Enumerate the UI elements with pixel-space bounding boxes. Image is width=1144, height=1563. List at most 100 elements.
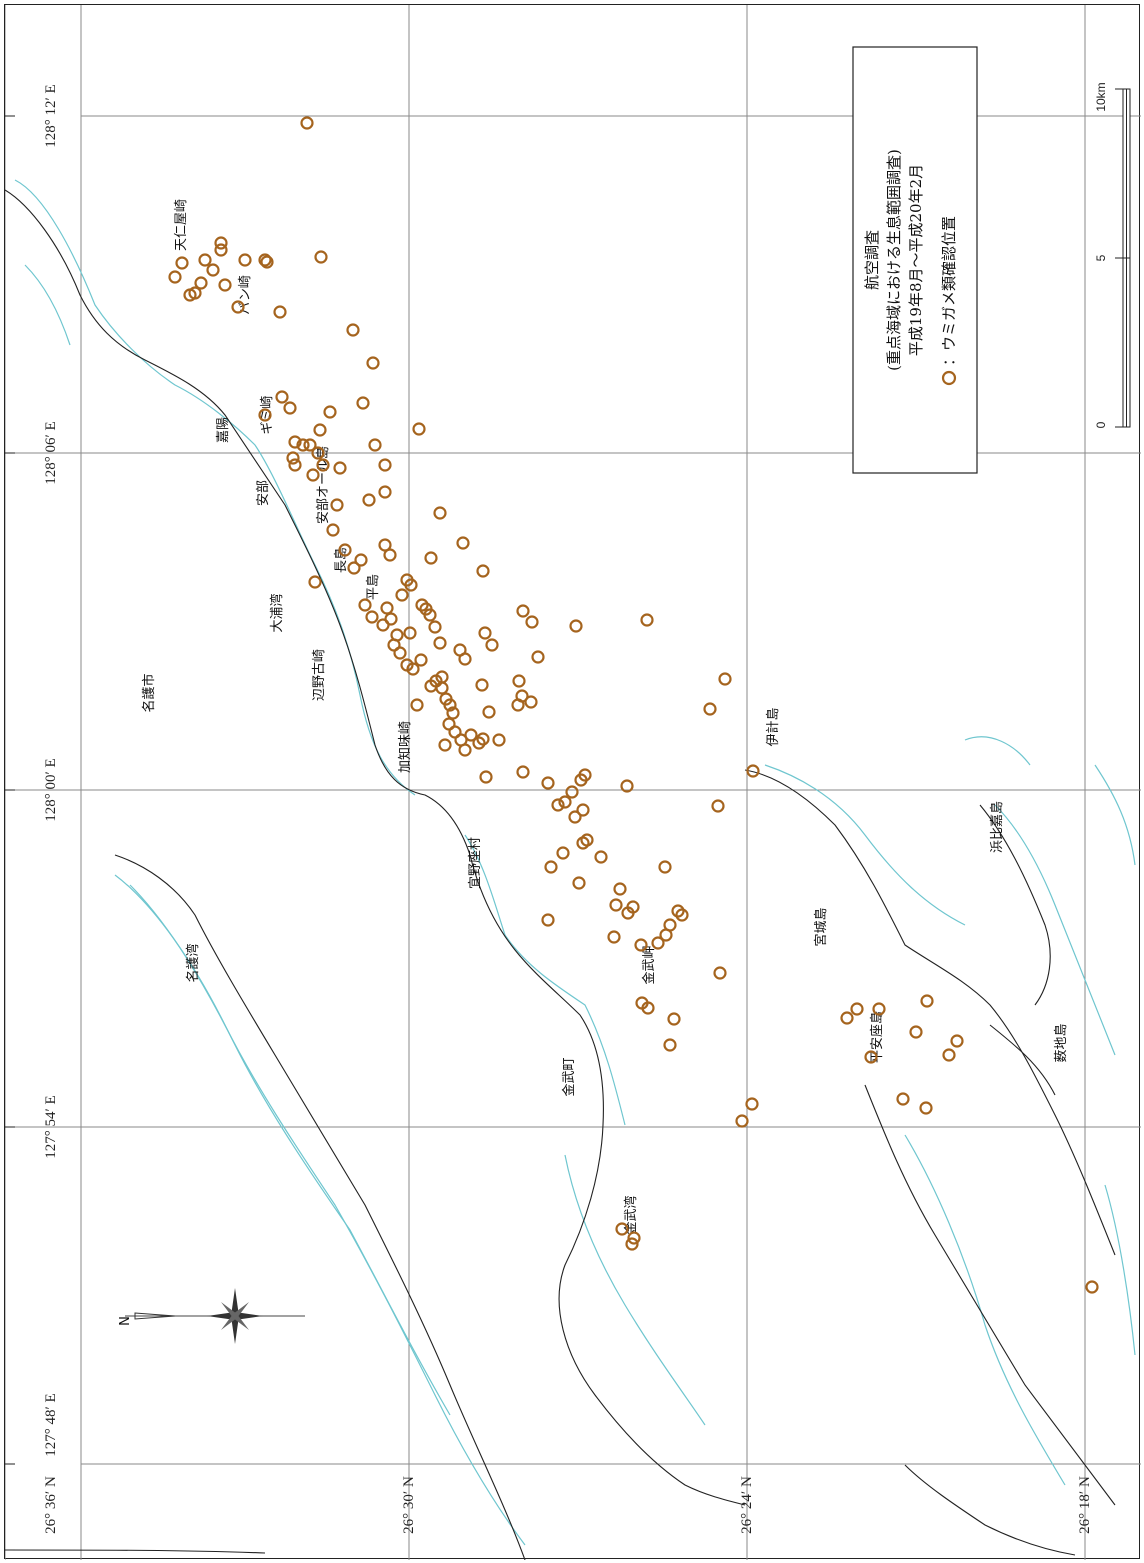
map-frame: 航空調査 (重点海域における生息範囲調査) 平成19年8月～平成20年2月 ：ウ… (4, 4, 1141, 1560)
turtle-sighting-marker (435, 681, 449, 695)
place-henokozaki: 辺野古崎 (312, 649, 327, 701)
place-kin-town: 金武町 (561, 1057, 577, 1096)
turtle-sighting-marker (306, 468, 320, 482)
place-kayo: 嘉陽 (216, 417, 231, 443)
turtle-sighting-marker (393, 646, 407, 660)
north-arrow: N (118, 1288, 305, 1344)
turtle-sighting-marker (718, 672, 732, 686)
north-label: N (118, 1316, 133, 1326)
place-abu: 安部 (256, 480, 271, 506)
turtle-sighting-marker (746, 764, 760, 778)
turtle-sighting-marker (194, 276, 208, 290)
turtle-sighting-marker (516, 604, 530, 618)
place-banzaki: バン崎 (238, 275, 253, 315)
turtle-sighting-marker (572, 876, 586, 890)
coastlines (5, 189, 1116, 1560)
turtle-sighting-marker (438, 738, 452, 752)
turtle-sighting-marker (464, 728, 478, 742)
lat-label-26-18: 26° 18′ N (1077, 1476, 1093, 1534)
turtle-sighting-marker (356, 396, 370, 410)
turtle-sighting-marker (541, 776, 555, 790)
turtle-sighting-marker (403, 626, 417, 640)
turtle-sighting-marker (651, 936, 665, 950)
turtle-sighting-marker (607, 930, 621, 944)
turtle-sighting-marker (354, 553, 368, 567)
turtle-sighting-marker (840, 1011, 854, 1025)
turtle-sighting-marker (478, 626, 492, 640)
turtle-sighting-marker (446, 706, 460, 720)
turtle-sighting-marker (362, 493, 376, 507)
turtle-sighting-marker (551, 798, 565, 812)
turtle-sighting-marker (406, 662, 420, 676)
turtle-sighting-marker (168, 270, 182, 284)
turtle-sighting-marker (260, 255, 274, 269)
turtle-sighting-marker (625, 1237, 639, 1251)
turtle-sighting-marker (288, 435, 302, 449)
turtle-sighting-marker (615, 1222, 629, 1236)
lat-label-26-24: 26° 24′ N (739, 1476, 755, 1534)
turtle-sighting-marker (218, 278, 232, 292)
scale-label-5: 5 (1094, 254, 1108, 261)
turtle-sighting-marker (621, 906, 635, 920)
turtle-sighting-marker (314, 250, 328, 264)
turtle-sighting-marker (942, 1048, 956, 1062)
turtle-sighting-marker (569, 619, 583, 633)
turtle-sighting-marker (214, 243, 228, 257)
turtle-sighting-marker (675, 908, 689, 922)
turtle-sighting-marker (544, 860, 558, 874)
turtle-sighting-marker (476, 732, 490, 746)
turtle-sighting-marker (456, 536, 470, 550)
legend-period: 平成19年8月～平成20年2月 (907, 164, 925, 356)
turtle-sighting-marker (378, 485, 392, 499)
lon-label-128-06: 128° 06′ E (43, 421, 59, 484)
turtle-sighting-marker (663, 1038, 677, 1052)
turtle-sighting-marker (311, 446, 325, 460)
turtle-sighting-marker (414, 653, 428, 667)
turtle-sighting-marker (703, 702, 717, 716)
turtle-sighting-marker (214, 236, 228, 250)
lon-label-127-54: 127° 54′ E (43, 1095, 59, 1158)
turtle-sighting-marker (458, 743, 472, 757)
turtle-sighting-marker (198, 253, 212, 267)
place-nagowan: 名護湾 (185, 943, 201, 982)
turtle-sighting-marker (525, 615, 539, 629)
turtle-sighting-marker (424, 551, 438, 565)
turtle-sighting-marker (472, 736, 486, 750)
turtle-sighting-marker (308, 575, 322, 589)
place-kachimisaki: 加知味崎 (397, 721, 413, 773)
turtle-sighting-marker (671, 904, 685, 918)
turtle-sighting-marker (1085, 1280, 1099, 1294)
turtle-sighting-marker (713, 966, 727, 980)
turtle-sighting-marker (231, 300, 245, 314)
turtle-sighting-marker (659, 928, 673, 942)
lat-label-26-30: 26° 30′ N (401, 1476, 417, 1534)
turtle-sighting-marker (609, 898, 623, 912)
map-canvas[interactable]: 航空調査 (重点海域における生息範囲調査) 平成19年8月～平成20年2月 ：ウ… (5, 5, 1141, 1560)
compass-rose-icon (207, 1288, 263, 1344)
legend-subtitle: (重点海域における生息範囲調査) (885, 149, 903, 371)
turtle-sighting-marker (578, 768, 592, 782)
turtle-sighting-marker (479, 770, 493, 784)
turtle-sighting-marker (558, 795, 572, 809)
place-ikeijima: 伊計島 (765, 707, 781, 746)
place-kinmisaki: 金武岬 (641, 945, 657, 984)
turtle-sighting-marker (620, 779, 634, 793)
turtle-sighting-marker (378, 538, 392, 552)
turtle-sighting-marker (909, 1025, 923, 1039)
lon-label-127-48: 127° 48′ E (43, 1393, 59, 1456)
turtle-sighting-marker (576, 836, 590, 850)
turtle-sighting-marker (531, 650, 545, 664)
turtle-sighting-marker (258, 253, 272, 267)
turtle-sighting-marker (433, 636, 447, 650)
turtle-sighting-marker (512, 674, 526, 688)
turtle-sighting-marker (872, 1002, 886, 1016)
turtle-sighting-marker (443, 698, 457, 712)
turtle-sighting-marker (286, 451, 300, 465)
place-nagashima: 長島 (334, 547, 349, 573)
scale-label-0: 0 (1094, 421, 1108, 428)
turtle-sighting-marker (640, 613, 654, 627)
longitude-labels: 127° 48′ E 127° 54′ E 128° 00′ E 128° 06… (43, 84, 59, 1456)
scale-label-10: 10km (1094, 82, 1108, 111)
turtle-sighting-marker (346, 323, 360, 337)
reef-outlines (14, 179, 1136, 1546)
